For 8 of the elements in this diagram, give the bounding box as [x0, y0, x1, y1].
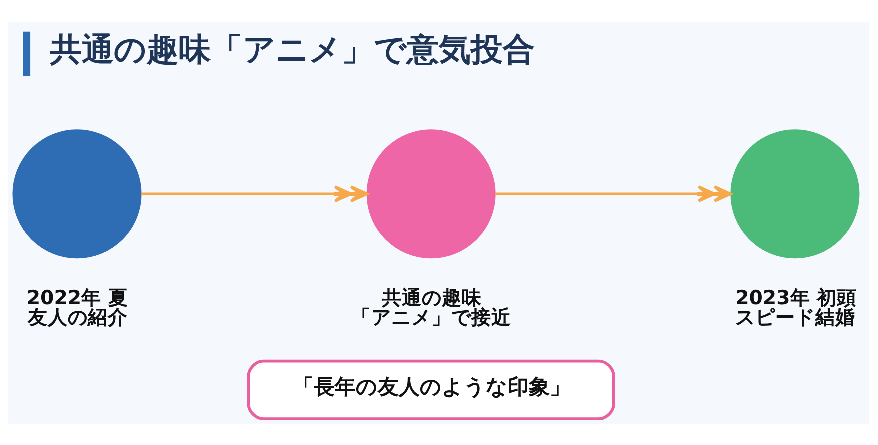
node-label: 2023年 初頭: [736, 286, 858, 310]
node-box: 「長年の友人のような印象」: [247, 359, 616, 420]
node-circle: [366, 129, 496, 258]
diagram-title: 共通の趣味「アニメ」で意気投合: [50, 30, 536, 68]
arrow: [495, 185, 732, 202]
arrow: [141, 185, 369, 202]
node-circle: [730, 129, 860, 258]
node-circle: [12, 129, 142, 258]
